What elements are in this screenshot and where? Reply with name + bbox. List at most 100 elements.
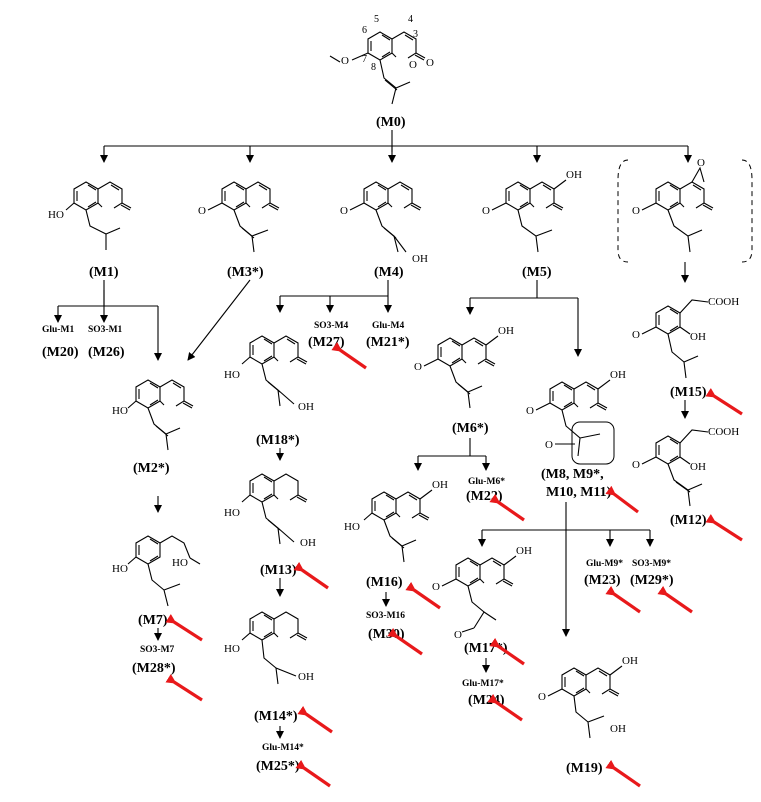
red-arrow-m22 xyxy=(489,493,525,522)
label-m1: (M1) xyxy=(89,265,119,280)
svg-text:O: O xyxy=(632,329,640,341)
svg-text:HO: HO xyxy=(224,643,240,655)
conj-so3-m16: SO3-M16 xyxy=(366,611,405,621)
red-arrow-m8 xyxy=(605,485,639,514)
svg-text:OH: OH xyxy=(610,723,626,735)
conj-so3-m7: SO3-M7 xyxy=(140,645,175,655)
label-m26: (M26) xyxy=(88,345,125,360)
structure-m12: O COOH OH xyxy=(632,426,739,507)
structure-m15: O COOH OH xyxy=(632,296,739,379)
svg-text:OH: OH xyxy=(610,369,626,381)
red-arrow-m16 xyxy=(405,581,441,610)
red-arrow-m19 xyxy=(605,759,641,788)
svg-text:COOH: COOH xyxy=(708,426,739,438)
conj-so3-m1: SO3-M1 xyxy=(88,325,123,335)
svg-text:HO: HO xyxy=(224,369,240,381)
label-m13: (M13) xyxy=(260,563,297,578)
red-arrow-m7 xyxy=(165,614,203,642)
label-m21: (M21*) xyxy=(366,335,410,350)
svg-text:O: O xyxy=(482,205,490,217)
label-m22: (M22) xyxy=(466,489,503,504)
label-m5: (M5) xyxy=(522,265,552,280)
svg-text:OH: OH xyxy=(690,461,706,473)
red-arrow-m13 xyxy=(293,561,329,590)
svg-text:HO: HO xyxy=(224,507,240,519)
label-m0: (M0) xyxy=(376,115,406,130)
svg-text:O: O xyxy=(409,59,417,71)
svg-text:OH: OH xyxy=(690,331,706,343)
label-m25: (M25*) xyxy=(256,759,300,774)
svg-text:OH: OH xyxy=(298,401,314,413)
label-m4: (M4) xyxy=(374,265,404,280)
svg-text:OH: OH xyxy=(412,253,428,265)
svg-text:O: O xyxy=(414,361,422,373)
svg-text:O: O xyxy=(632,205,640,217)
label-m28: (M28*) xyxy=(132,661,176,676)
red-arrow-m14 xyxy=(297,705,333,734)
conj-glu-m14: Glu-M14* xyxy=(262,743,304,753)
svg-text:5: 5 xyxy=(374,14,379,25)
label-m20: (M20) xyxy=(42,345,79,360)
label-m8-group-2: M10, M11) xyxy=(546,485,612,500)
svg-text:O: O xyxy=(341,55,349,67)
label-m12: (M12) xyxy=(670,513,707,528)
svg-text:O: O xyxy=(526,405,534,417)
svg-text:OH: OH xyxy=(622,655,638,667)
red-arrow-m29 xyxy=(657,585,693,614)
red-arrow-m28 xyxy=(165,674,203,702)
conj-so3-m4: SO3-M4 xyxy=(314,321,349,331)
svg-text:O: O xyxy=(632,459,640,471)
svg-text:OH: OH xyxy=(516,545,532,557)
conj-so3-m9: SO3-M9* xyxy=(632,559,671,569)
red-arrow-m15 xyxy=(705,388,743,416)
label-m29: (M29*) xyxy=(630,573,674,588)
label-m7: (M7) xyxy=(138,613,168,628)
svg-text:HO: HO xyxy=(112,563,128,575)
conj-glu-m9: Glu-M9* xyxy=(586,559,623,569)
label-m18: (M18*) xyxy=(256,433,300,448)
svg-text:3: 3 xyxy=(413,29,418,40)
structure-m8-group: O OH O xyxy=(526,369,626,465)
svg-text:O: O xyxy=(432,581,440,593)
structure-m14: HO OH xyxy=(224,611,314,685)
svg-text:HO: HO xyxy=(172,557,188,569)
label-m19: (M19) xyxy=(566,761,603,776)
red-arrow-m17 xyxy=(489,637,525,666)
svg-text:OH: OH xyxy=(498,325,514,337)
label-m23: (M23) xyxy=(584,573,621,588)
svg-text:HO: HO xyxy=(112,405,128,417)
svg-text:HO: HO xyxy=(48,209,64,221)
red-arrow-m24 xyxy=(487,693,523,722)
structure-m1: HO xyxy=(48,181,132,250)
label-m3: (M3*) xyxy=(227,265,264,280)
svg-text:OH: OH xyxy=(298,671,314,683)
label-m16: (M16) xyxy=(366,575,403,590)
label-m6: (M6*) xyxy=(452,421,489,436)
structure-m5: O OH xyxy=(482,169,582,253)
structure-m16: HO OH xyxy=(344,479,448,563)
structure-m13: HO OH xyxy=(224,473,316,549)
label-m27: (M27) xyxy=(308,335,345,350)
svg-text:O: O xyxy=(697,157,705,169)
svg-text:COOH: COOH xyxy=(708,296,739,308)
structure-m7: HO HO xyxy=(112,535,201,607)
svg-text:O: O xyxy=(454,629,462,641)
svg-text:HO: HO xyxy=(344,521,360,533)
label-m2: (M2*) xyxy=(133,461,170,476)
structure-m17: O OH O xyxy=(432,545,532,641)
red-arrow-m12 xyxy=(705,514,743,542)
structure-m2: HO xyxy=(112,379,194,451)
structure-m0: O O O 5 4 3 6 7 8 xyxy=(329,14,434,105)
svg-text:O: O xyxy=(198,205,206,217)
svg-text:4: 4 xyxy=(408,14,413,25)
red-arrow-m25 xyxy=(295,759,331,788)
structure-epoxide-intermediate: O O xyxy=(617,157,753,263)
label-m14: (M14*) xyxy=(254,709,298,724)
svg-text:O: O xyxy=(340,205,348,217)
red-arrow-m23 xyxy=(605,585,641,614)
label-m15: (M15) xyxy=(670,385,707,400)
red-arrow-m30 xyxy=(387,627,423,656)
conj-glu-m17: Glu-M17* xyxy=(462,679,504,689)
svg-text:OH: OH xyxy=(300,537,316,549)
